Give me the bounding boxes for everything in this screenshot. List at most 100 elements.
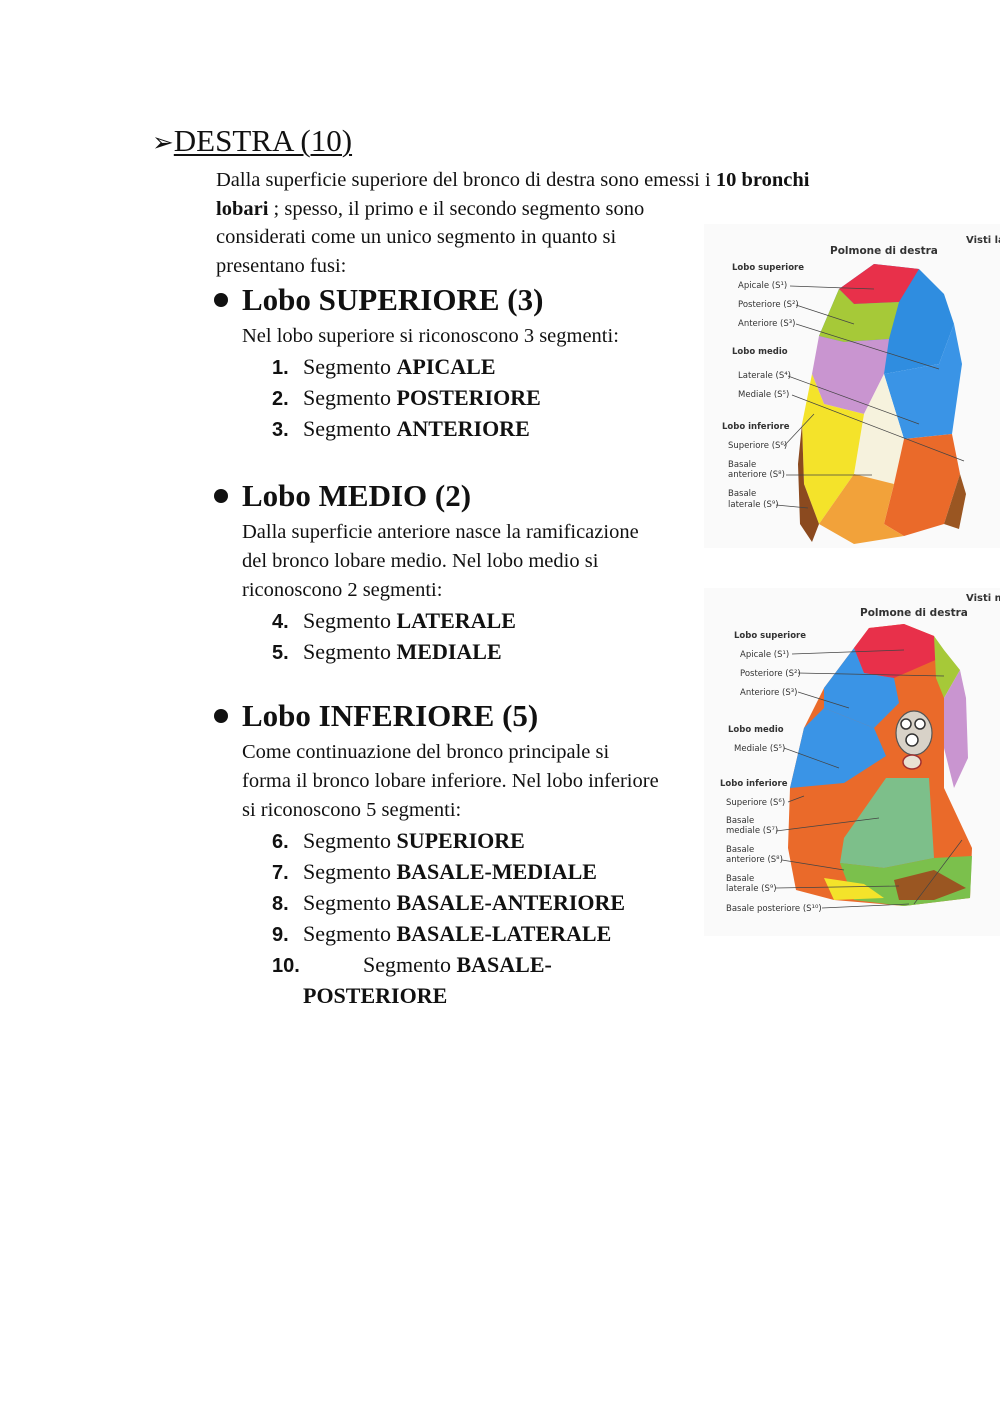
intro-text: ; spesso, il primo e il secondo segmento… (268, 197, 645, 220)
figure-label: Basale (726, 845, 754, 855)
list-text: Segmento (303, 354, 397, 379)
list-text: Segmento (363, 952, 457, 977)
list-item: 5.Segmento MEDIALE (272, 636, 502, 669)
list-bold: ANTERIORE (396, 416, 530, 441)
list-text: Segmento (303, 828, 397, 853)
section-heading: ➢DESTRA (10) (152, 122, 352, 162)
lobe-title: Lobo INFERIORE (5) (242, 698, 539, 733)
list-item: 7. Segmento BASALE-MEDIALE (272, 856, 597, 889)
lobe-desc: Dalla superficie anteriore nasce la rami… (242, 521, 639, 543)
list-bold: BASALE- (456, 952, 552, 977)
list-item: 6. Segmento SUPERIORE (272, 825, 525, 858)
lobe-desc: forma il bronco lobare inferiore. Nel lo… (242, 770, 659, 792)
list-bold: BASALE-MEDIALE (396, 859, 597, 884)
list-bold: BASALE-LATERALE (396, 921, 612, 946)
figure-label: Basale (726, 874, 754, 884)
view-caption: Visti m (966, 593, 1000, 604)
figure-label: Lobo medio (728, 725, 784, 735)
section-title: DESTRA (10) (173, 123, 353, 158)
figure-label: Basale (728, 489, 756, 499)
lung-shape (788, 624, 972, 906)
figure-label: Laterale (S⁴) (738, 371, 791, 381)
figure-label: mediale (S⁷) (726, 826, 778, 836)
list-text: Segmento (303, 608, 397, 633)
lung-medial-illustration: Visti m Polmone di destra Lobo superiore… (704, 588, 1000, 936)
figure-label: Apicale (S¹) (738, 281, 787, 291)
list-number: 7. (272, 862, 289, 884)
list-text: Segmento (303, 890, 397, 915)
figure-label: Lobo medio (732, 347, 788, 357)
intro-bold: lobari (216, 197, 269, 220)
figure-label: anteriore (S⁸) (726, 855, 783, 865)
lobe-heading-superiore: Lobo SUPERIORE (3) (214, 281, 543, 319)
list-item-continuation: POSTERIORE (303, 980, 447, 1011)
figure-label: Mediale (S⁵) (734, 744, 785, 754)
list-text: Segmento (303, 859, 397, 884)
figure-label: anteriore (S⁸) (728, 470, 785, 480)
lobe-desc: riconoscono 2 segmenti: (242, 579, 443, 601)
intro-text: presentano fusi: (216, 254, 347, 277)
lung-figure-medial: Visti m Polmone di destra Lobo superiore… (704, 588, 1000, 936)
lobe-title: Lobo MEDIO (2) (242, 478, 472, 513)
list-number: 8. (272, 893, 289, 915)
figure-label: Lobo inferiore (722, 422, 790, 432)
list-bold: POSTERIORE (396, 385, 541, 410)
intro-text: considerati come un unico segmento in qu… (216, 226, 617, 248)
list-number: 6. (272, 831, 289, 853)
list-bold: BASALE-ANTERIORE (396, 890, 626, 915)
lung-lateral-illustration: Visti la Polmone di destra Lobo superior… (704, 224, 1000, 548)
list-item: 9. Segmento BASALE-LATERALE (272, 918, 611, 951)
arrow-bullet-icon: ➢ (152, 128, 174, 158)
leader-lines (775, 649, 963, 909)
figure-label: Mediale (S⁵) (738, 390, 789, 400)
figure-label: Anteriore (S³) (738, 319, 796, 329)
figure-label: Superiore (S⁶) (728, 441, 787, 451)
list-text: Segmento (303, 921, 397, 946)
figure-title: Polmone di destra (860, 607, 968, 619)
figure-label: Apicale (S¹) (740, 650, 789, 660)
leader-lines (775, 285, 965, 509)
lobe-desc: del bronco lobare medio. Nel lobo medio … (242, 550, 599, 572)
list-number: 2. (272, 388, 289, 410)
list-text: Segmento (303, 385, 397, 410)
list-item: 4.Segmento LATERALE (272, 605, 516, 638)
list-number: 5. (272, 642, 289, 664)
bullet-icon (214, 488, 228, 503)
figure-label: Posteriore (S²) (738, 300, 799, 310)
intro-paragraph: Dalla superficie superiore del bronco di… (216, 166, 856, 280)
view-caption: Visti la (966, 235, 1000, 246)
figure-label: Lobo inferiore (720, 779, 788, 789)
list-number: 4. (272, 611, 289, 633)
figure-label: Superiore (S⁶) (726, 798, 785, 808)
figure-label: Lobo superiore (734, 631, 806, 641)
list-number: 10. (272, 955, 300, 977)
lobe-desc: Come continuazione del bronco principale… (242, 741, 610, 763)
figure-label: Basale (726, 816, 754, 826)
lung-figure-lateral: Visti la Polmone di destra Lobo superior… (704, 224, 1000, 548)
intro-bold: 10 bronchi (715, 169, 810, 191)
figure-label: Posteriore (S²) (740, 669, 801, 679)
figure-label: Anteriore (S³) (740, 688, 798, 698)
list-number: 9. (272, 924, 289, 946)
bullet-icon (214, 708, 228, 723)
figure-label: laterale (S⁹) (726, 884, 777, 894)
figure-label: Basale posteriore (S¹⁰) (726, 904, 822, 914)
bullet-icon (214, 292, 228, 307)
lobe-title: Lobo SUPERIORE (3) (242, 282, 544, 317)
list-number: 1. (272, 357, 289, 379)
list-item: 8. Segmento BASALE-ANTERIORE (272, 887, 625, 920)
figure-label: laterale (S⁹) (728, 500, 779, 510)
list-item: 10. Segmento BASALE- (272, 949, 552, 982)
list-item: 1.Segmento APICALE (272, 351, 496, 384)
figure-label: Lobo superiore (732, 263, 804, 273)
figure-title: Polmone di destra (830, 245, 938, 257)
list-item: 2. Segmento POSTERIORE (272, 382, 541, 415)
lobe-desc: Nel lobo superiore si riconoscono 3 segm… (242, 325, 619, 347)
lung-shape (798, 264, 966, 544)
list-bold: SUPERIORE (396, 828, 525, 853)
lobe-heading-medio: Lobo MEDIO (2) (214, 477, 471, 515)
list-bold: POSTERIORE (303, 983, 448, 1008)
list-text: Segmento (303, 639, 397, 664)
lobe-desc: si riconoscono 5 segmenti: (242, 799, 462, 821)
list-number: 3. (272, 419, 289, 441)
